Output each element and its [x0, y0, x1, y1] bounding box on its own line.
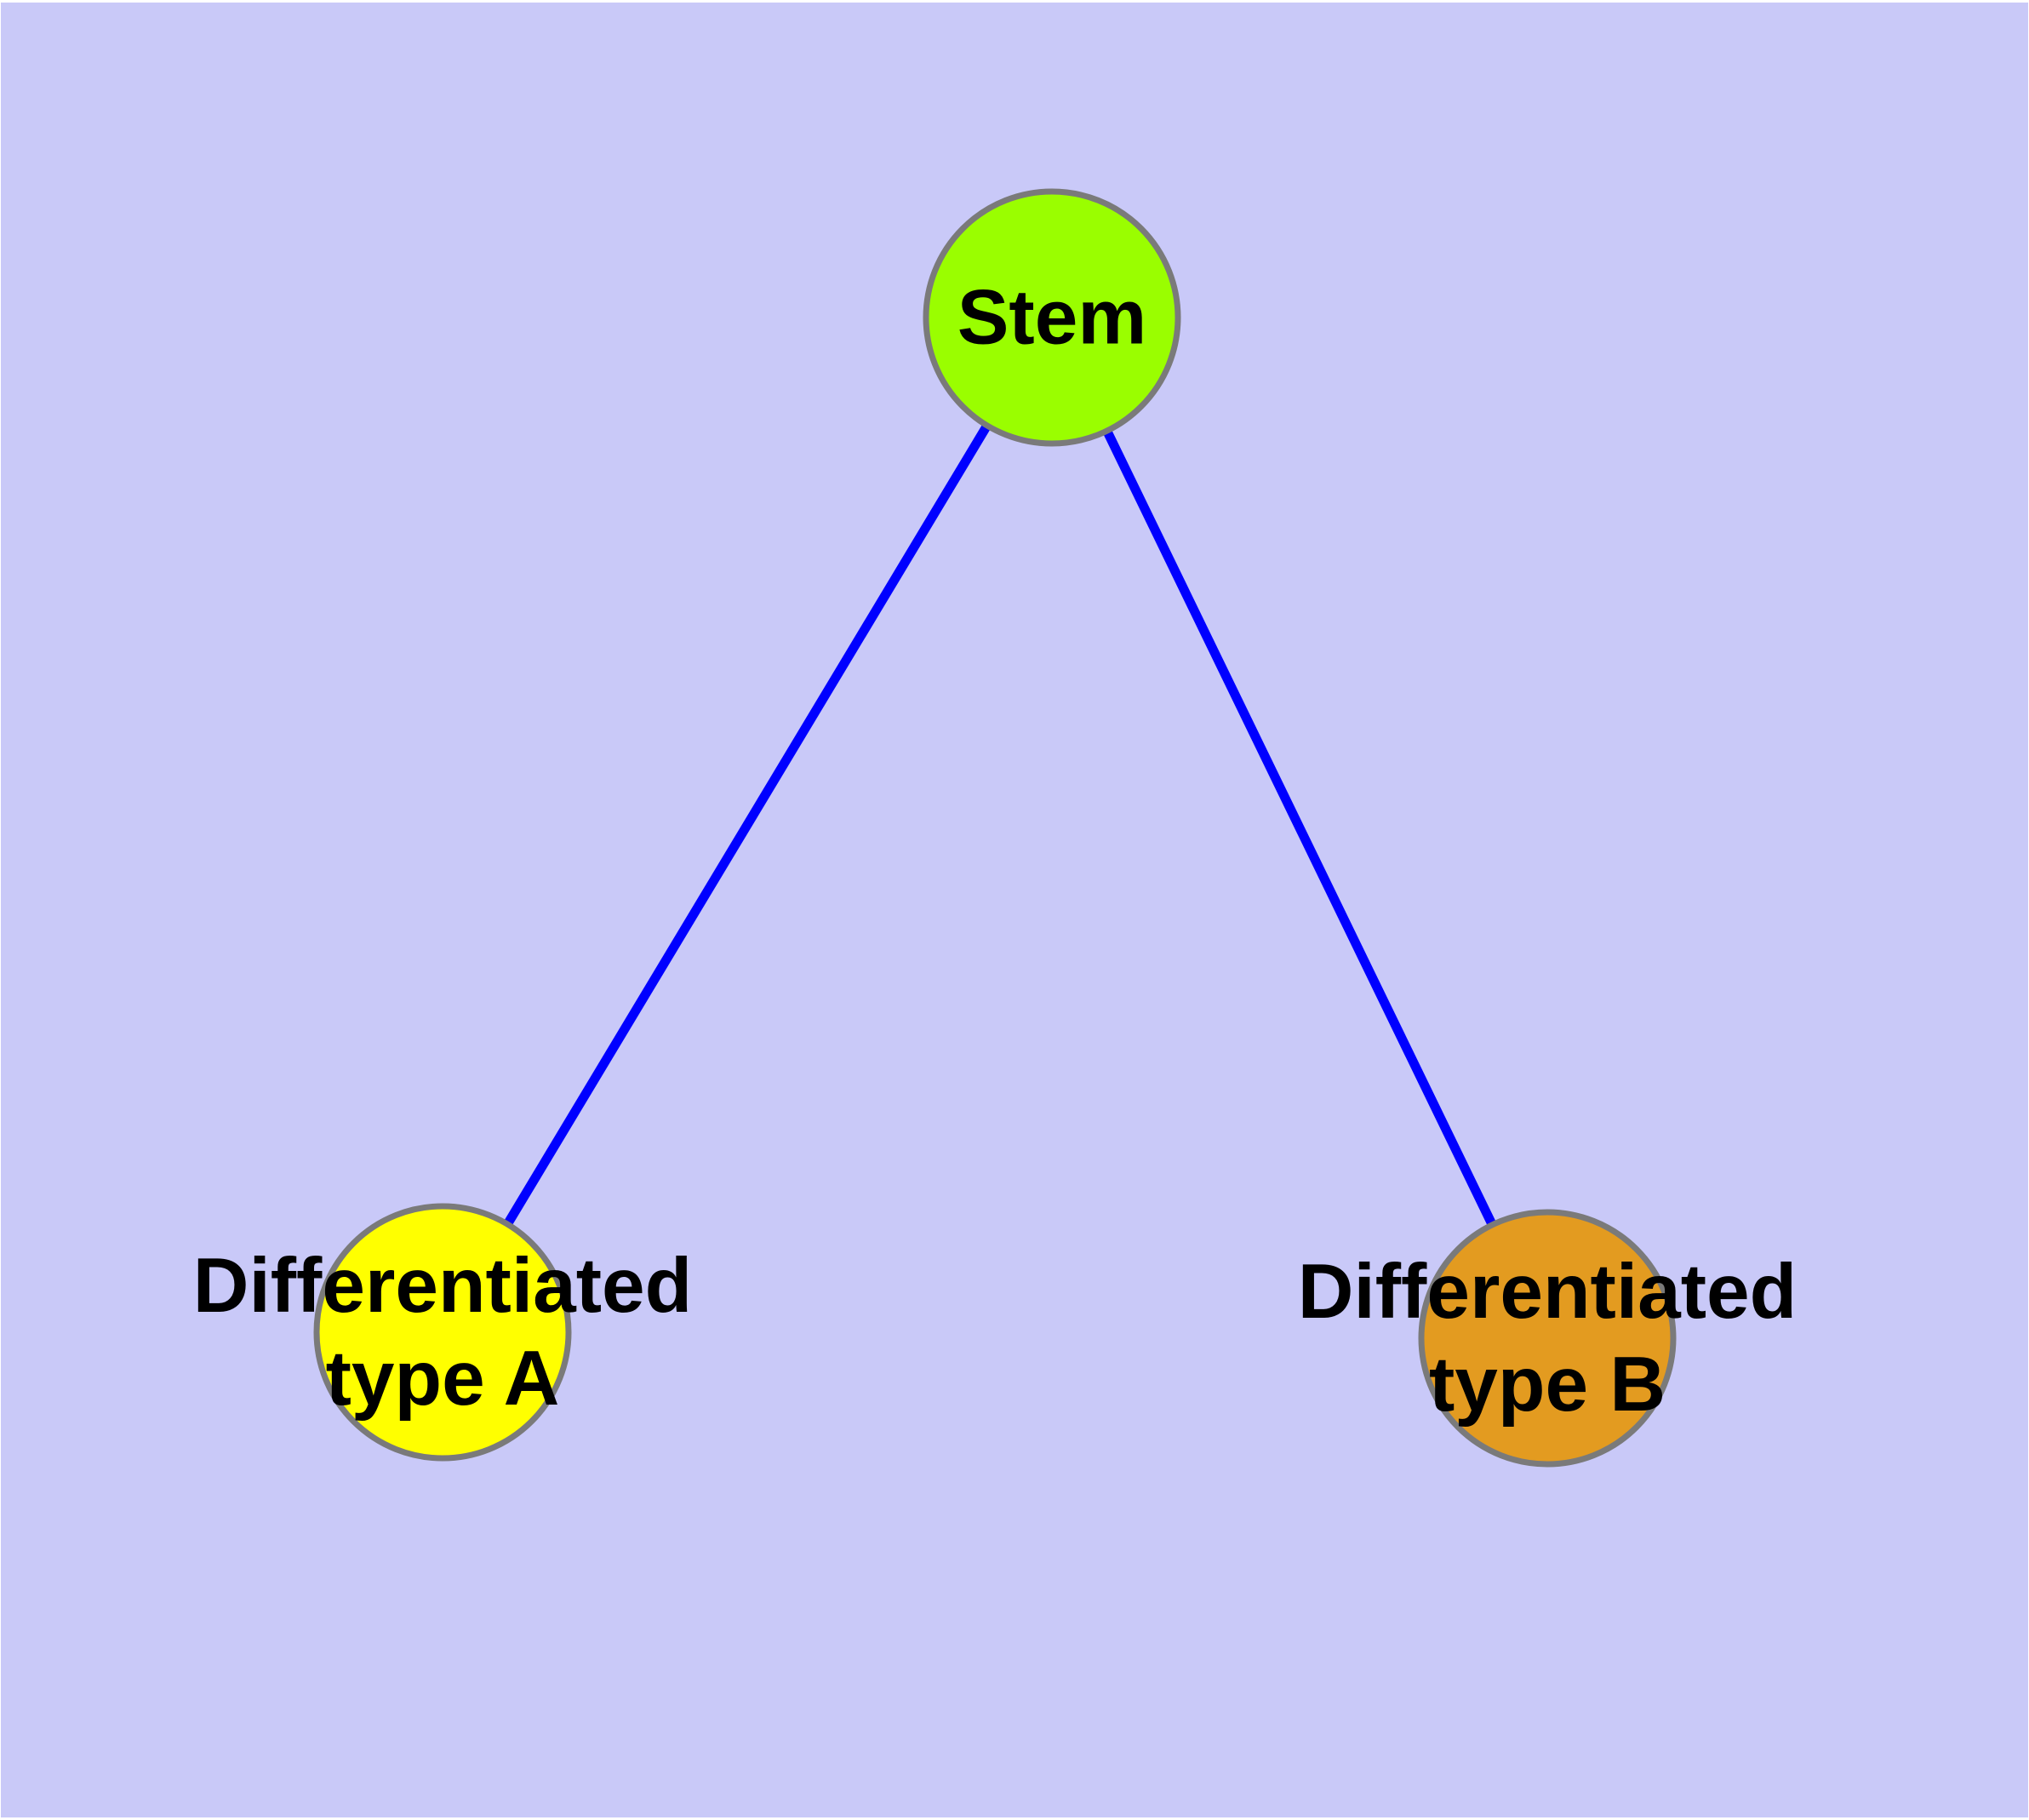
- edge-stem-typeA: [438, 315, 1056, 1335]
- node-circle-stem: [923, 188, 1181, 447]
- node-circle-typeB: [1418, 1209, 1677, 1468]
- node-circle-typeA: [313, 1203, 572, 1462]
- edge-stem-typeB: [1048, 315, 1552, 1341]
